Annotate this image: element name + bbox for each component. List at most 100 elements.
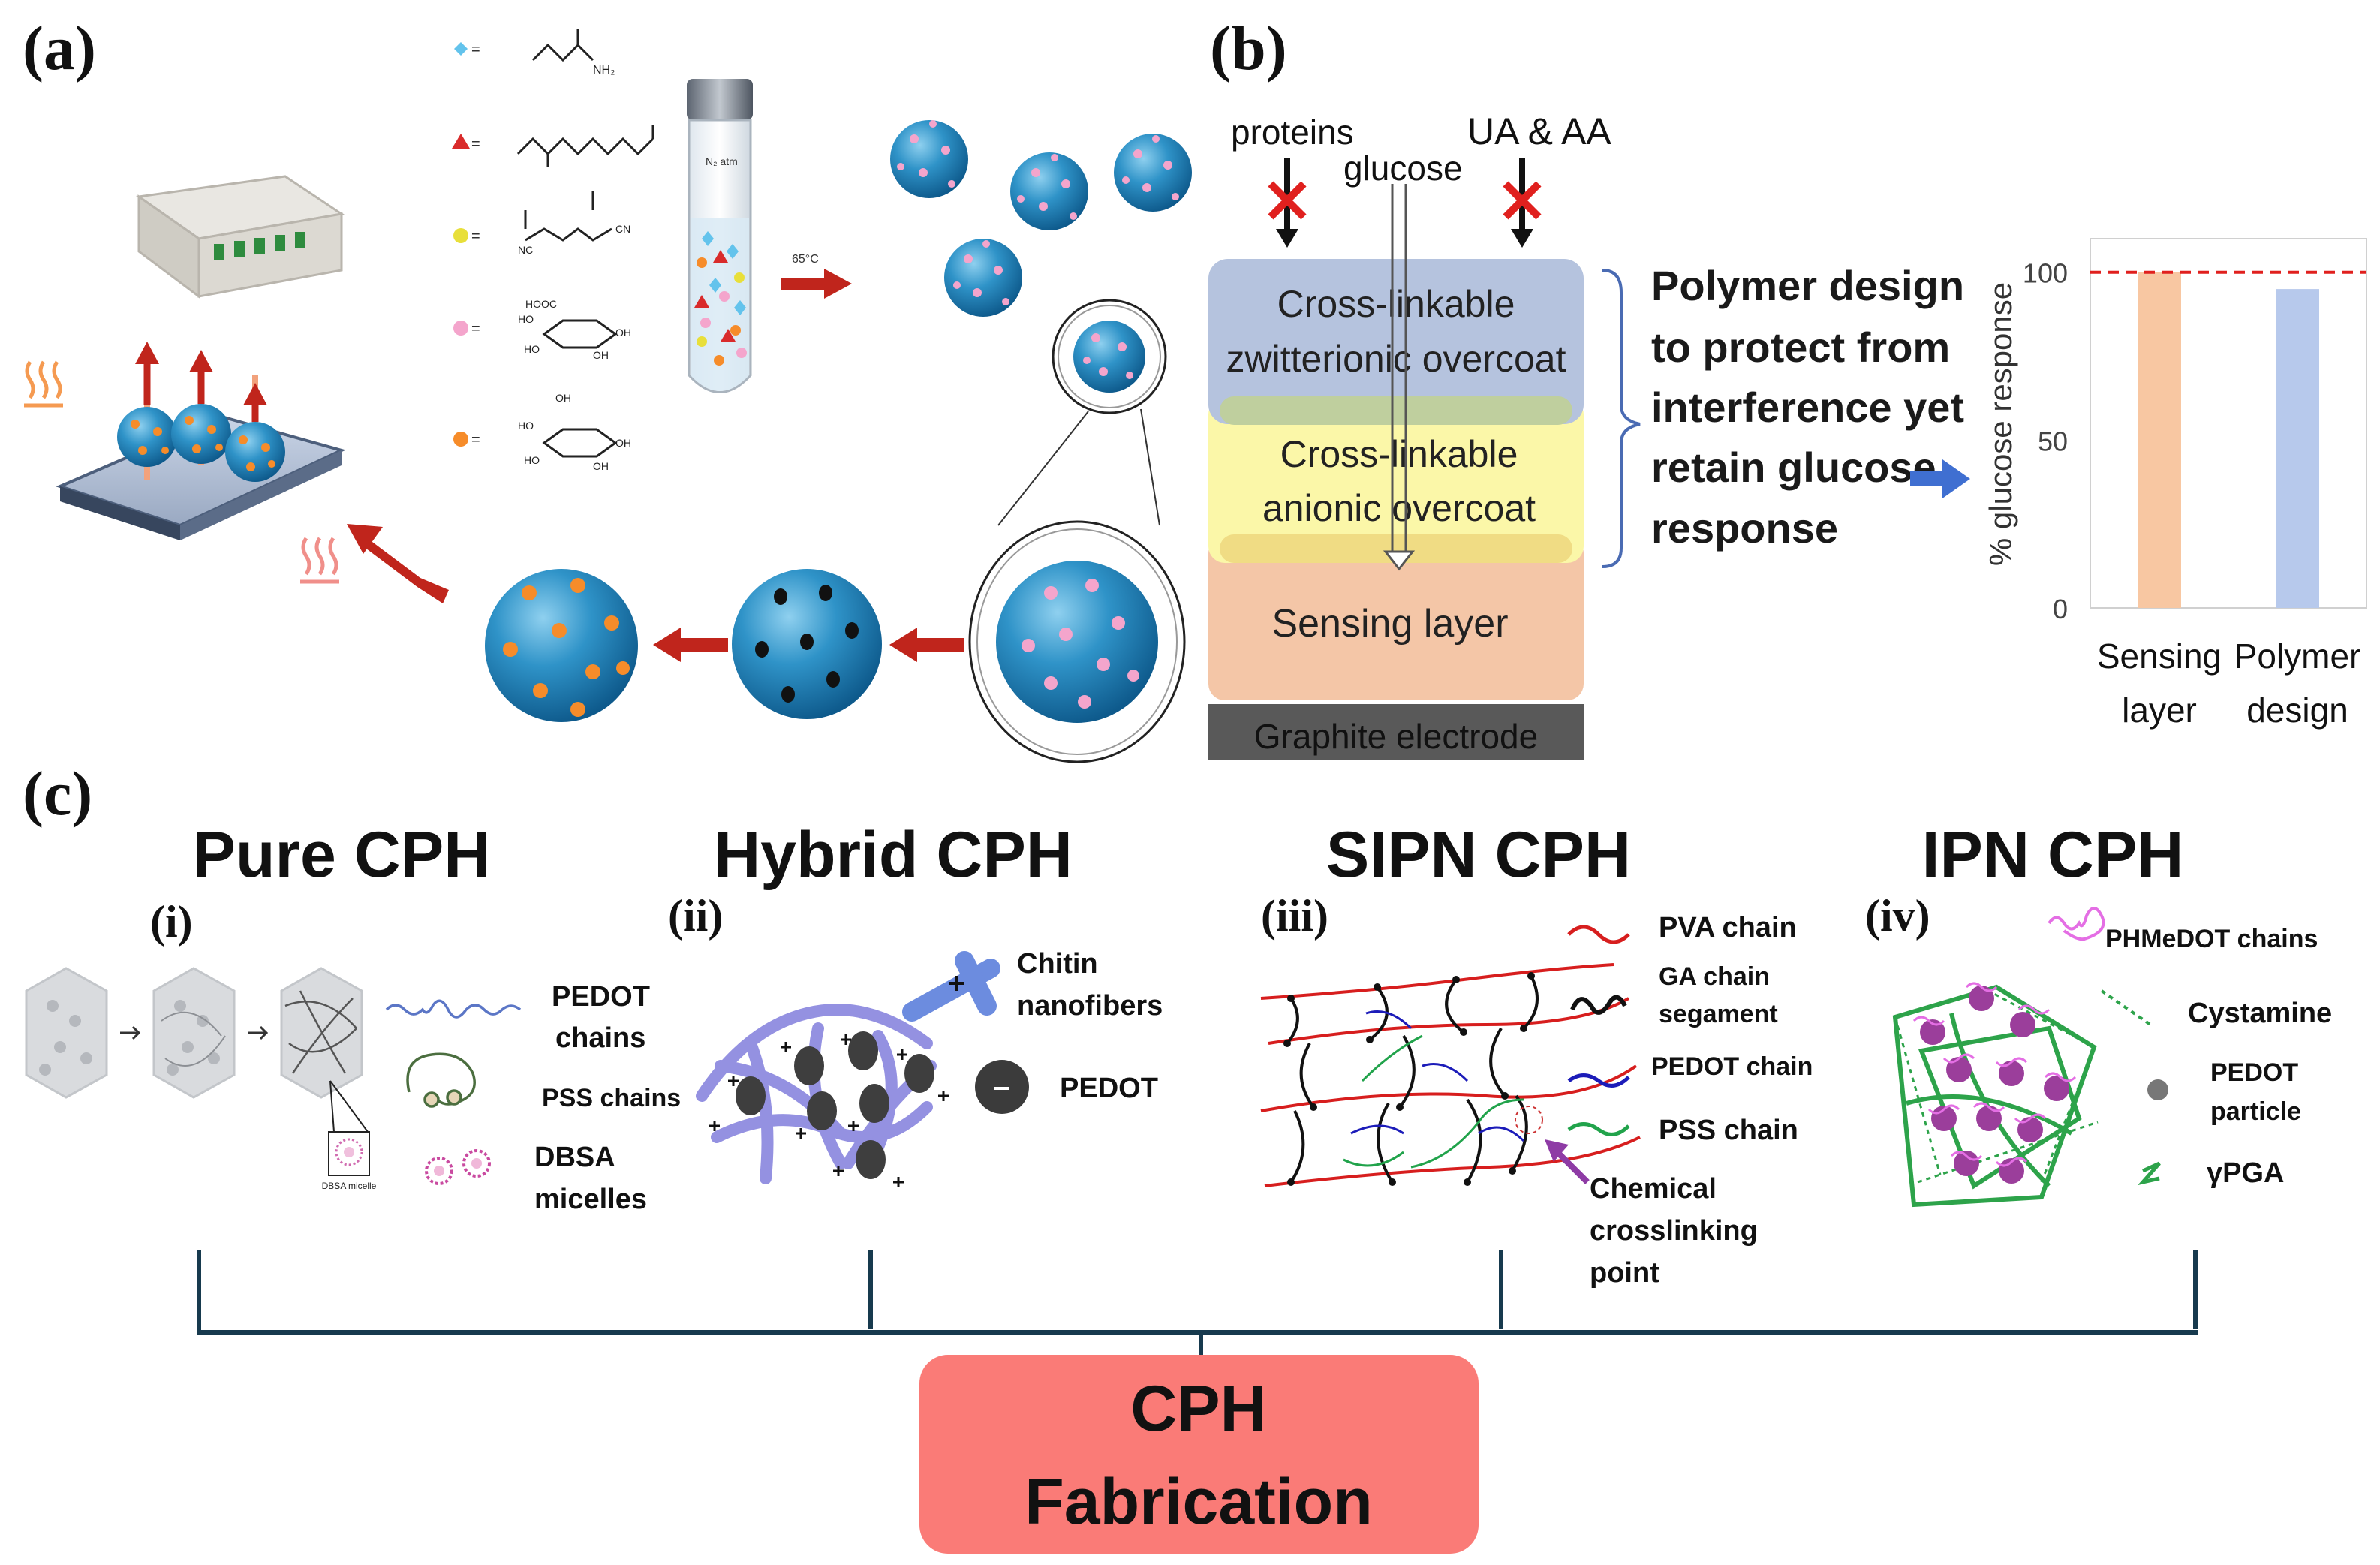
heat-waves-icon: [24, 360, 63, 408]
legend-ga-1: GA chain: [1659, 962, 1770, 991]
legend-pedot: PEDOT: [1060, 1073, 1158, 1104]
legend-glucuronic: = HOOC HO OH HO OH: [453, 298, 631, 361]
particle-3: [225, 375, 285, 482]
svg-text:HO: HO: [524, 454, 540, 466]
legend-pedot-chain: PEDOT chain: [1651, 1052, 1813, 1081]
heat-waves-icon-2: [300, 537, 339, 584]
section-title-hybrid: Hybrid CPH: [714, 819, 1073, 891]
deposited-particles: [117, 342, 285, 482]
svg-text:HO: HO: [518, 313, 534, 325]
vial-contents: [694, 231, 747, 366]
reaction-arrow: 65°C: [781, 253, 852, 299]
chart-plot-area: [2090, 238, 2367, 609]
panel-c: (c) Pure CPH Hybrid CPH SIPN CPH IPN CPH…: [23, 759, 2332, 1554]
phmedot-chain-icon: [2048, 907, 2105, 941]
y-tick-label: 50: [2038, 426, 2068, 456]
roman-i: (i): [150, 897, 193, 947]
design-text-line: interference yet: [1651, 384, 1964, 431]
svg-text:=: =: [471, 432, 480, 448]
pss-chain-icon: [406, 1052, 476, 1108]
x-tick-label: Polymer: [2234, 637, 2361, 676]
bar-1: [2138, 272, 2181, 608]
bottom-process: [347, 520, 1186, 763]
y-tick-label: 100: [2023, 258, 2068, 289]
chart-y-label: % glucose response: [1983, 282, 2018, 566]
section-title-pure: Pure CPH: [193, 819, 491, 891]
legend-pva: PVA chain: [1659, 912, 1797, 944]
legend-chitin-2: nanofibers: [1017, 990, 1163, 1022]
overcoat-bracket: [1602, 269, 1641, 568]
hybrid-cph-illustration: Chitin nanofibers PEDOT: [696, 948, 1163, 1187]
svg-text:HO: HO: [518, 420, 534, 432]
legend-dbsa-2: micelles: [534, 1184, 647, 1215]
glucose-label: glucose: [1343, 149, 1463, 188]
polymer-design-text: Polymer design to protect from interfere…: [1651, 262, 1964, 552]
fabrication-title-1: CPH: [1130, 1373, 1267, 1445]
legend-pedot-chains-2: chains: [555, 1022, 645, 1054]
svg-text:OH: OH: [555, 392, 571, 404]
sensing-layer-label: Sensing layer: [1271, 602, 1508, 646]
category-bracket: [197, 1250, 2198, 1357]
legend-pss-chain: PSS chain: [1659, 1115, 1798, 1146]
panel-b: (b) proteins glucose UA & AA Cross-linka…: [1208, 14, 2367, 760]
legend-pedot-2: particle: [2210, 1097, 2301, 1126]
cph-fabrication-box: CPH Fabrication: [919, 1355, 1479, 1554]
proteins-blocked-arrow: [1268, 158, 1307, 248]
step-arrow: [248, 1025, 269, 1040]
sensing-layer: [1208, 537, 1584, 700]
template-removed-particle: [732, 569, 882, 719]
legend-dbsa-1: DBSA: [534, 1142, 615, 1173]
zoom-line: [997, 411, 1089, 526]
legend-acrylamide: = NH₂: [454, 29, 615, 77]
sipn-cph-illustration: PVA chain GA chain segament PEDOT chain …: [1260, 912, 1813, 1289]
fabrication-title-2: Fabrication: [1025, 1466, 1373, 1538]
section-title-ipn: IPN CPH: [1922, 819, 2184, 891]
svg-text:=: =: [471, 321, 480, 337]
zwitterionic-label-2: zwitterionic overcoat: [1226, 338, 1566, 380]
pva-chain-icon: [1567, 925, 1630, 944]
legend-crosslink-3: point: [1590, 1257, 1659, 1289]
graphite-electrode: [1208, 704, 1584, 760]
pedot-particle-icon: [2147, 1079, 2168, 1100]
to-chart-arrow: [1910, 459, 1970, 498]
design-text-line: to protect from: [1651, 324, 1950, 371]
legend-pedot-1: PEDOT: [2210, 1058, 2298, 1087]
glucose-imprinted-particle: [485, 569, 638, 722]
legend-pss-chains: PSS chains: [542, 1084, 681, 1112]
pure-cph-illustration: DBSA micelle PEDOT chains PSS chains DBS…: [25, 967, 681, 1215]
ipn-cph-illustration: PHMeDOT chains Cystamine PEDOT particle …: [1892, 907, 2332, 1208]
gamma-pga-icon: [2138, 1161, 2161, 1186]
chitin-nanofiber-icon: [902, 951, 1000, 1022]
particle-2: [171, 350, 231, 465]
process-arrow: [347, 524, 449, 603]
device-led: [214, 244, 224, 260]
legend-glucose: = OH HO OH HO OH: [453, 392, 631, 472]
pss-chain-icon: [1567, 1122, 1630, 1136]
pedot-particles: [1920, 986, 2069, 1184]
nanogel: [1114, 134, 1192, 212]
legend-ga-2: segament: [1659, 1000, 1778, 1028]
product-nanogels: [890, 120, 1192, 526]
pedot-particle-icon: [975, 1060, 1029, 1114]
roman-iv: (iv): [1865, 891, 1930, 941]
legend-crosslinker: =: [452, 125, 654, 167]
reaction-vial: N₂ atm: [687, 79, 753, 393]
crosslink-pointer-arrow: [1545, 1139, 1590, 1184]
svg-text:OH: OH: [615, 327, 631, 339]
svg-text:NH₂: NH₂: [593, 64, 615, 77]
zoom-source-particle: [1052, 299, 1167, 414]
design-text-line: Polymer design: [1651, 262, 1964, 309]
vial-atmosphere-label: N₂ atm: [706, 155, 738, 167]
dbsa-micelle-icon: [425, 1149, 491, 1185]
anionic-label-1: Cross-linkable: [1280, 433, 1518, 475]
pedot-chain-icon: [385, 999, 522, 1019]
legend-pedot-chains-1: PEDOT: [552, 981, 650, 1013]
crosslink-highlight: [1515, 1106, 1543, 1134]
svg-text:OH: OH: [593, 349, 609, 361]
temperature-label: 65°C: [792, 253, 819, 266]
monomer-legend: = NH₂ = = NC CN = HOOC HO: [452, 29, 654, 472]
legend-crosslink-1: Chemical: [1590, 1173, 1717, 1205]
svg-text:HOOC: HOOC: [525, 298, 557, 310]
roman-iii: (iii): [1261, 891, 1328, 941]
glucose-pass-arrow: [1383, 184, 1416, 571]
